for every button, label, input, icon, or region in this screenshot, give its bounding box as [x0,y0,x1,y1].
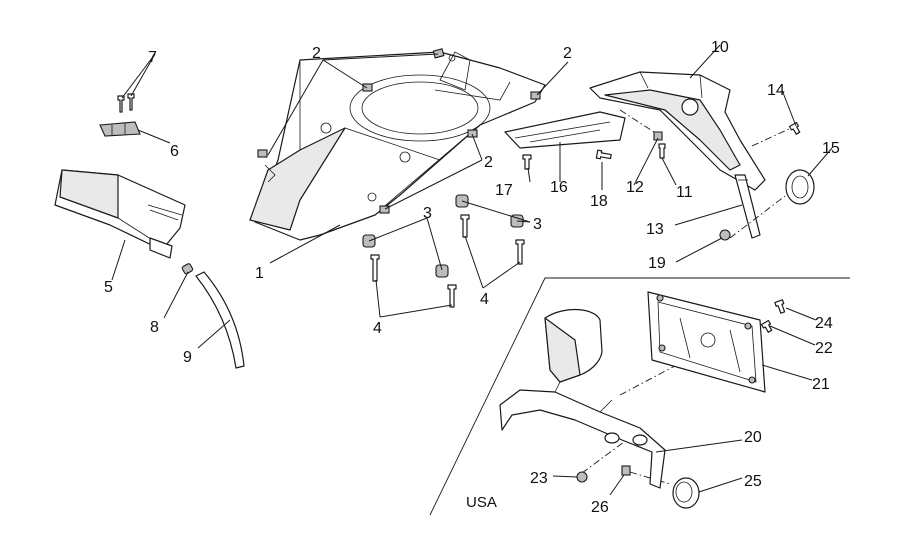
part-4-screws [370,214,525,308]
part-20-usa-bracket [499,308,666,489]
callout-12: 12 [626,179,644,196]
callout-24: 24 [815,315,833,332]
callout-22: 22 [815,340,833,357]
part-15-reflector [785,169,815,205]
part-26-nut [621,465,631,476]
callout-8: 8 [150,319,159,336]
callout-5: 5 [104,279,113,296]
callout-4-left: 4 [373,320,382,337]
callout-1: 1 [255,265,264,282]
callout-2-top-left: 2 [312,45,321,62]
part-23-nut [576,471,588,483]
callout-13: 13 [646,221,664,238]
callout-23: 23 [530,470,548,487]
part-16-guide [504,111,626,149]
callout-10: 10 [711,39,729,56]
callout-25: 25 [744,473,762,490]
part-6-bracket [99,121,141,137]
callout-3-right: 3 [533,216,542,233]
part-11-screw [658,143,666,159]
usa-region-border [429,277,850,516]
callout-19: 19 [648,255,666,272]
callout-7: 7 [148,49,157,66]
part-8-hose-clip [181,263,194,275]
callout-17: 17 [495,182,513,199]
callout-26: 26 [591,499,609,516]
leader-lines [111,44,833,496]
part-12-nut [653,131,663,141]
part-10-number-plate-holder [589,71,766,191]
part-2-clips [257,48,541,214]
small-screws [522,121,801,170]
part-17-screw [522,154,532,170]
callout-4-right: 4 [480,291,489,308]
callout-20: 20 [744,429,762,446]
part-9-hose [195,271,245,369]
callout-6: 6 [170,143,179,160]
part-7-screws [117,93,135,113]
part-21-licence-plate [647,291,766,393]
part-22-screw [760,319,773,333]
part-18-screw [595,149,612,160]
part-5-relay-box [54,169,186,259]
callout-2-top-right: 2 [563,45,572,62]
part-13-bracket [734,174,761,239]
part-14-screw [788,121,801,135]
region-label-usa: USA [466,494,497,511]
callout-3-left: 3 [423,205,432,222]
callout-2-right: 2 [484,154,493,171]
callout-9: 9 [183,349,192,366]
callout-11: 11 [676,184,693,201]
part-1-rear-undertray [249,51,546,241]
part-24-screw [774,299,786,314]
callout-18: 18 [590,193,608,210]
part-19-nut [719,229,731,241]
callout-15: 15 [822,140,840,157]
callout-16: 16 [550,179,568,196]
callout-14: 14 [767,82,785,99]
callout-21: 21 [812,376,830,393]
callout-labels: 7 6 5 8 9 2 2 2 1 3 3 4 4 10 14 15 17 16… [104,39,840,516]
